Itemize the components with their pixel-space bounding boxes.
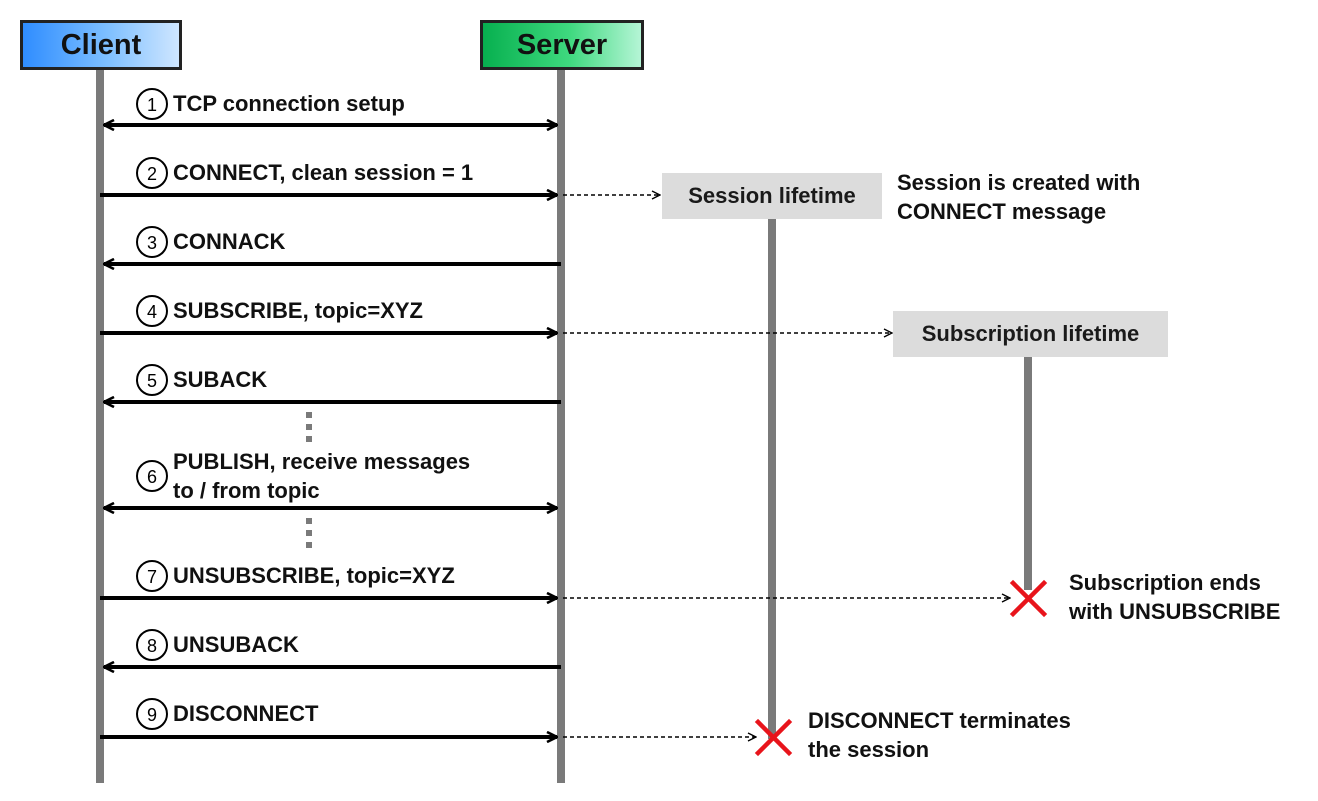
note-line: Subscription ends: [1069, 570, 1261, 595]
step-marker-1: 1: [136, 88, 168, 120]
session-lifetime-bar: [768, 219, 776, 739]
step-marker-5: 5: [136, 364, 168, 396]
step-number: 6: [147, 467, 157, 487]
step-label-4: SUBSCRIBE, topic=XYZ: [173, 298, 423, 323]
continuation-dots-upper: [306, 412, 312, 442]
note-disconnect-terminates: DISCONNECT terminates the session: [808, 706, 1071, 764]
session-lifetime-label: Session lifetime: [662, 173, 882, 219]
step-marker-4: 4: [136, 295, 168, 327]
step-number: 5: [147, 371, 157, 391]
step-marker-7: 7: [136, 560, 168, 592]
step-label-9: DISCONNECT: [173, 701, 319, 726]
step-number: 1: [147, 95, 157, 115]
subscription-end-cross-icon: [1009, 579, 1048, 618]
step-marker-6: 6: [136, 460, 168, 492]
client-lifeline: [96, 70, 104, 783]
server-lifeline: [557, 70, 565, 783]
step-label-8: UNSUBACK: [173, 632, 299, 657]
note-session-created: Session is created with CONNECT message: [897, 168, 1140, 226]
step-label-6-line-2: to / from topic: [173, 478, 320, 503]
session-end-cross-icon: [754, 718, 793, 757]
note-line: CONNECT message: [897, 199, 1107, 224]
continuation-dots-lower: [306, 518, 312, 548]
client-header: Client: [20, 20, 182, 70]
note-line: the session: [808, 737, 930, 762]
step-marker-9: 9: [136, 698, 168, 730]
step-label-7: UNSUBSCRIBE, topic=XYZ: [173, 563, 455, 588]
step-number: 3: [147, 233, 157, 253]
step-label-5: SUBACK: [173, 367, 268, 392]
step-number: 9: [147, 705, 157, 725]
step-marker-2: 2: [136, 157, 168, 189]
step-label-6: PUBLISH, receive messages to / from topi…: [173, 447, 470, 505]
step-label-6-line-1: PUBLISH, receive messages: [173, 449, 471, 474]
step-marker-8: 8: [136, 629, 168, 661]
step-marker-3: 3: [136, 226, 168, 258]
step-number: 8: [147, 636, 157, 656]
step-label-1: TCP connection setup: [173, 91, 405, 116]
note-line: DISCONNECT terminates: [808, 708, 1071, 733]
step-label-2: CONNECT, clean session = 1: [173, 160, 474, 185]
step-number: 4: [147, 302, 157, 322]
note-line: with UNSUBSCRIBE: [1069, 599, 1281, 624]
note-line: Session is created with: [897, 170, 1141, 195]
subscription-lifetime-bar: [1024, 357, 1032, 590]
step-number: 7: [147, 567, 157, 587]
step-number: 2: [147, 164, 157, 184]
server-header: Server: [480, 20, 644, 70]
note-subscription-ends: Subscription ends with UNSUBSCRIBE: [1069, 568, 1280, 626]
step-label-3: CONNACK: [173, 229, 286, 254]
subscription-lifetime-label: Subscription lifetime: [893, 311, 1168, 357]
